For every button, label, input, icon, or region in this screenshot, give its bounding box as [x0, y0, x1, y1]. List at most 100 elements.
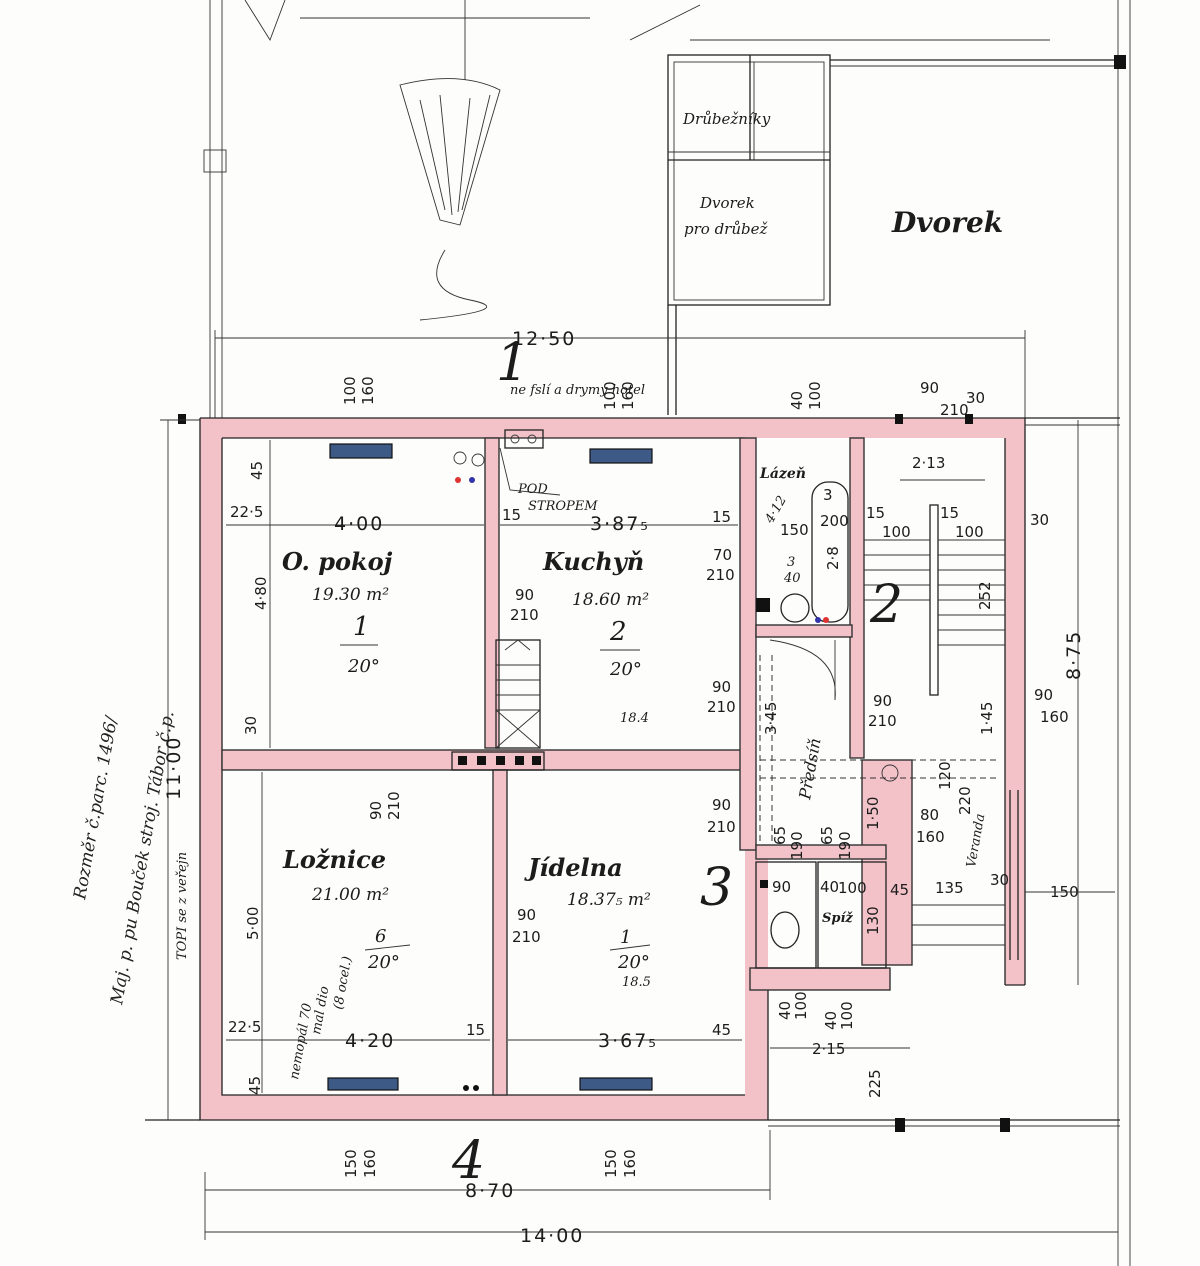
kitchen-staircase	[495, 639, 541, 749]
svg-text:3: 3	[823, 486, 833, 504]
window-jidelna	[579, 1077, 653, 1091]
room-o-pokoj: O. pokoj 19.30 m² 1 20°	[282, 547, 393, 677]
sheet-number-4: 4	[451, 1131, 485, 1191]
svg-text:210: 210	[510, 606, 539, 624]
svg-text:65: 65	[818, 826, 836, 845]
svg-text:135: 135	[935, 879, 964, 897]
room-veranda: Veranda	[964, 813, 988, 869]
svg-text:40: 40	[788, 391, 806, 410]
svg-text:1: 1	[620, 927, 631, 948]
svg-text:160: 160	[621, 1149, 639, 1178]
svg-text:40: 40	[822, 1011, 840, 1030]
svg-text:150: 150	[342, 1149, 360, 1178]
svg-text:70: 70	[713, 546, 732, 564]
chimney-row	[451, 751, 545, 771]
svg-text:(8 ocel.): (8 ocel.)	[331, 955, 355, 1010]
svg-text:90: 90	[712, 678, 731, 696]
svg-text:160: 160	[359, 376, 377, 405]
poultry-house: Drůbežníky Dvorek pro drůbež Dvorek	[667, 54, 1126, 415]
svg-text:100: 100	[882, 523, 911, 541]
window-o-pokoj	[329, 443, 393, 459]
svg-text:210: 210	[707, 818, 736, 836]
svg-text:2·13: 2·13	[912, 454, 945, 472]
wall-nodes	[178, 414, 1010, 1132]
svg-text:100: 100	[806, 381, 824, 410]
side-text-topi: TOPI se z veřejn	[175, 852, 190, 960]
svg-text:15: 15	[940, 504, 959, 522]
svg-text:14·00: 14·00	[520, 1225, 584, 1247]
svg-text:100: 100	[601, 381, 619, 410]
svg-text:3·87₅: 3·87₅	[590, 513, 650, 535]
svg-text:225: 225	[866, 1069, 884, 1098]
yard-label: Dvorek	[891, 206, 1003, 239]
svg-text:90: 90	[517, 906, 536, 924]
svg-text:100: 100	[838, 879, 867, 897]
svg-text:O. pokoj: O. pokoj	[282, 547, 393, 576]
svg-text:40: 40	[776, 1001, 794, 1020]
wc-area	[755, 861, 887, 969]
room-jidelna: Jídelna 18.37₅ m² 1 20° 18.5	[524, 853, 651, 990]
svg-text:200: 200	[820, 512, 849, 530]
sheet-number-2: 2	[869, 575, 903, 635]
dim-top-total: 12·50 ne fslí a drymy hotel	[214, 328, 1026, 420]
svg-text:100: 100	[955, 523, 984, 541]
svg-text:18.37₅ m²: 18.37₅ m²	[567, 890, 651, 910]
svg-text:150: 150	[780, 521, 809, 539]
hallway-lines	[759, 655, 1019, 960]
svg-text:15: 15	[466, 1021, 485, 1039]
room-spiz: Spíž	[822, 911, 853, 926]
poultry-label: Drůbežníky	[682, 110, 771, 128]
room-lazne: Lázeň	[759, 466, 806, 482]
svg-text:90: 90	[772, 878, 791, 896]
svg-text:3: 3	[787, 555, 795, 570]
svg-text:45: 45	[248, 461, 266, 480]
sheet-number-1: 1	[496, 333, 529, 393]
sheet-number-3: 3	[700, 858, 733, 918]
dim-right-total: 8·75	[1063, 420, 1085, 985]
room-predsin: Předsíň	[795, 737, 825, 802]
svg-text:4·80: 4·80	[252, 577, 270, 610]
svg-text:30: 30	[1030, 511, 1049, 529]
svg-text:252: 252	[976, 581, 994, 610]
svg-text:220: 220	[956, 786, 974, 815]
opening-dims: 100 160 100 160 40 100 90 210 150 160 15…	[341, 376, 1115, 1178]
bathroom-fixtures	[756, 481, 849, 701]
svg-text:90: 90	[367, 801, 385, 820]
svg-text:1·50: 1·50	[864, 797, 882, 830]
svg-text:nemopál 70: nemopál 70	[287, 1002, 315, 1081]
svg-text:11·00: 11·00	[163, 736, 185, 800]
poultry-yard-label-2: pro drůbež	[684, 220, 767, 238]
svg-text:210: 210	[385, 791, 403, 820]
svg-text:80: 80	[920, 806, 939, 824]
svg-text:150: 150	[602, 1149, 620, 1178]
main-staircase	[864, 479, 1005, 696]
svg-text:130: 130	[864, 906, 882, 935]
svg-text:90: 90	[920, 379, 939, 397]
svg-text:8·70: 8·70	[465, 1180, 515, 1202]
svg-text:22·5: 22·5	[230, 503, 263, 521]
svg-text:100: 100	[341, 376, 359, 405]
svg-text:1·45: 1·45	[978, 702, 996, 735]
poultry-yard-label-1: Dvorek	[699, 194, 755, 212]
window-kuchyne	[589, 448, 653, 464]
garden-sketch	[203, 0, 1050, 420]
svg-text:30: 30	[242, 716, 260, 735]
svg-text:210: 210	[512, 928, 541, 946]
svg-text:18.60 m²: 18.60 m²	[572, 590, 649, 610]
svg-text:6: 6	[375, 926, 386, 947]
pod-label: POD	[517, 482, 548, 497]
svg-text:160: 160	[1040, 708, 1069, 726]
top-note: ne fslí a drymy hotel	[510, 383, 645, 398]
svg-text:19.30 m²: 19.30 m²	[312, 585, 389, 605]
svg-text:45: 45	[712, 1021, 731, 1039]
svg-text:210: 210	[868, 712, 897, 730]
dim-left-total: 11·00	[160, 419, 200, 1120]
svg-text:210: 210	[707, 698, 736, 716]
svg-text:65: 65	[771, 826, 789, 845]
svg-text:90: 90	[873, 692, 892, 710]
svg-text:210: 210	[940, 401, 969, 419]
svg-text:45: 45	[246, 1076, 264, 1095]
svg-text:21.00 m²: 21.00 m²	[311, 885, 389, 905]
svg-text:18.5: 18.5	[622, 975, 651, 990]
